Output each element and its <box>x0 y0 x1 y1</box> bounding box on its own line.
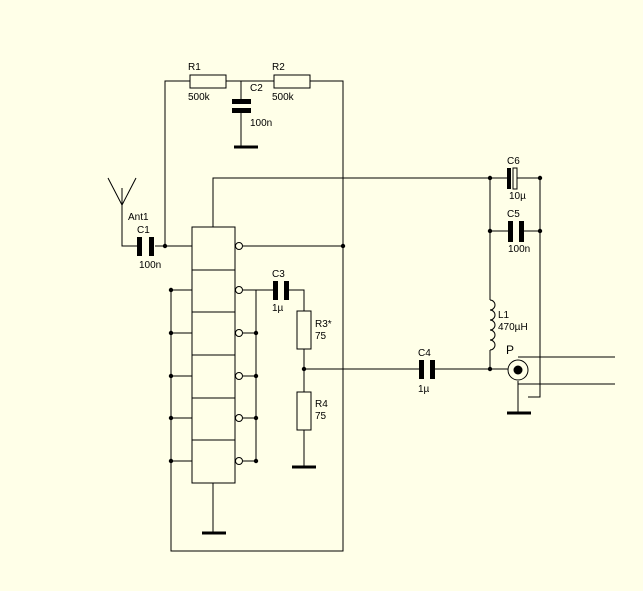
c5-value: 100n <box>508 244 530 255</box>
connector-p: P <box>490 343 529 381</box>
l1-ref: L1 <box>498 310 510 321</box>
l1-value: 470µH <box>498 322 528 333</box>
c2-ref: C2 <box>250 83 263 94</box>
capacitor-c4: C4 1µ <box>418 348 435 395</box>
r2-value: 500k <box>272 92 295 103</box>
r1-value: 500k <box>188 92 211 103</box>
resistor-r1: R1 500k <box>188 62 227 103</box>
capacitor-c2: C2 100n <box>232 83 272 129</box>
r4-value: 75 <box>315 411 327 422</box>
r3-value: 75 <box>315 331 327 342</box>
capacitor-c3: C3 1µ <box>272 269 289 314</box>
ant1-ref: Ant1 <box>128 212 149 223</box>
c1-ref: C1 <box>137 225 150 236</box>
r4-ref: R4 <box>315 399 328 410</box>
capacitor-c5: C5 100n <box>507 209 530 255</box>
c6-ref: C6 <box>507 156 520 167</box>
p-ref: P <box>506 343 514 357</box>
resistor-r2: R2 500k <box>272 62 311 103</box>
r3-ref: R3* <box>315 319 332 330</box>
c1-value: 100n <box>139 260 161 271</box>
capacitor-c6: C6 10µ <box>507 156 526 202</box>
ic-block <box>191 226 243 484</box>
r2-ref: R2 <box>272 62 285 73</box>
resistor-r4: R4 75 <box>296 391 328 431</box>
capacitor-c1: C1 100n <box>137 225 161 271</box>
c2-value: 100n <box>250 118 272 129</box>
ic-pin-circles <box>235 242 243 465</box>
c6-value: 10µ <box>509 191 526 202</box>
r1-ref: R1 <box>188 62 201 73</box>
c4-ref: C4 <box>418 348 431 359</box>
resistor-r3: R3* 75 <box>296 310 332 350</box>
c4-value: 1µ <box>418 384 430 395</box>
inductor-l1: L1 470µH <box>489 299 528 351</box>
c3-ref: C3 <box>272 269 285 280</box>
antenna-ant1: Ant1 <box>107 177 149 223</box>
junction-dots <box>162 175 543 464</box>
ground-symbols <box>202 145 531 535</box>
c5-ref: C5 <box>507 209 520 220</box>
c3-value: 1µ <box>272 303 284 314</box>
